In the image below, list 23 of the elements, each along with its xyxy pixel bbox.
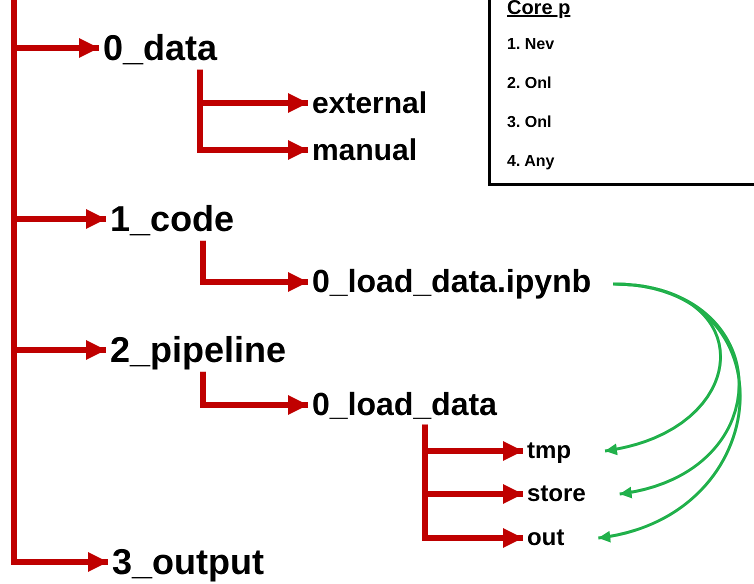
arrow <box>197 70 308 160</box>
folder-label: 3_output <box>112 542 264 582</box>
note-heading: Core p <box>507 0 570 20</box>
folder-label: external <box>312 86 428 120</box>
folder-label: 0_load_data.ipynb <box>312 264 592 300</box>
list-item: 3. Onl <box>507 114 552 132</box>
note-box <box>488 0 754 186</box>
folder-label: 2_pipeline <box>110 330 286 370</box>
folder-label: 0_data <box>103 28 218 68</box>
folder-label: tmp <box>527 438 571 464</box>
folder-label: 0_load_data <box>312 387 497 423</box>
list-item: 2. Onl <box>507 75 552 93</box>
arrow <box>422 424 523 548</box>
folder-label: 1_code <box>110 199 234 239</box>
folder-label: store <box>527 480 586 508</box>
arrow <box>200 372 308 415</box>
arrow <box>200 240 308 292</box>
folder-label: out <box>527 524 564 552</box>
list-item: 4. Any <box>507 153 554 171</box>
arrow <box>598 282 742 542</box>
arrow <box>604 282 722 454</box>
list-item: 1. Nev <box>507 36 554 54</box>
folder-label: manual <box>312 134 418 166</box>
